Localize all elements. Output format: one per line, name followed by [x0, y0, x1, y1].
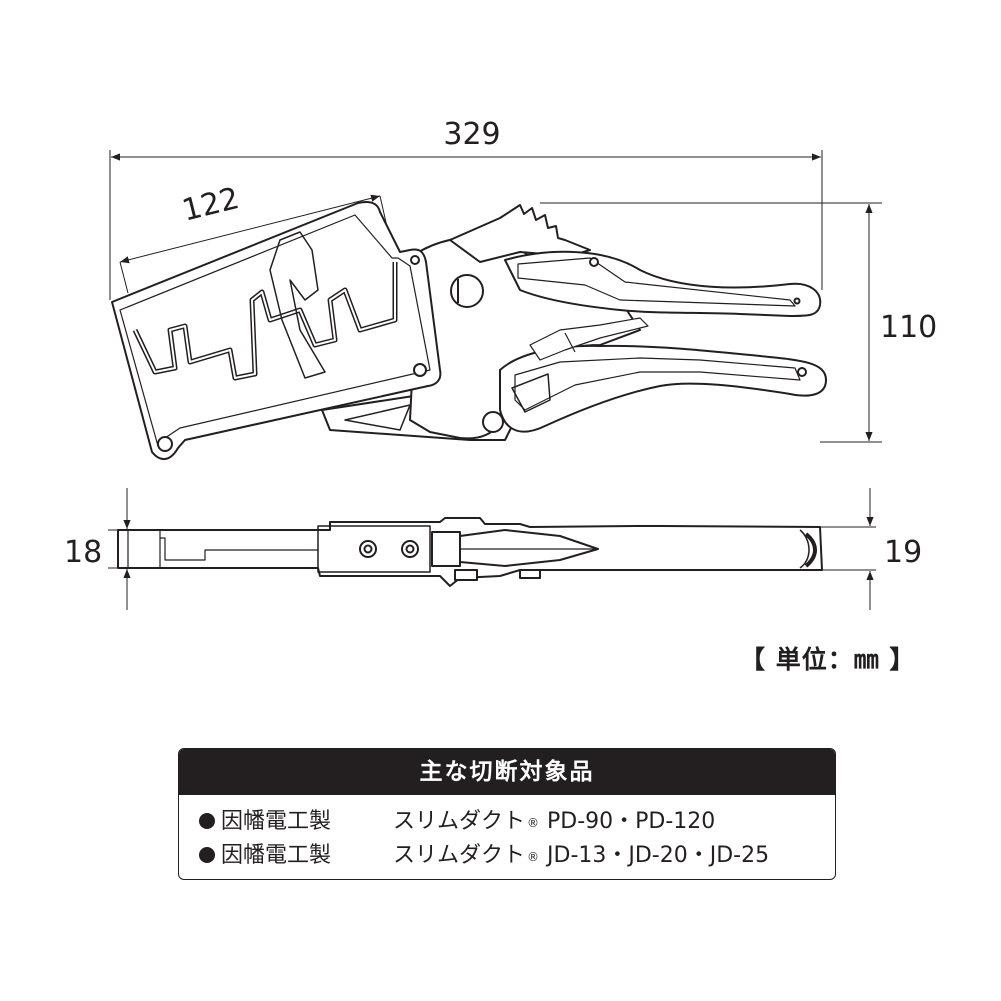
upper-handle-inner: [517, 257, 796, 307]
pivot-screw: [450, 274, 484, 308]
unit-label: 【 単位：㎜ 】: [740, 645, 916, 674]
guide-rivet-right: [413, 363, 427, 377]
side-handle-end: [799, 529, 810, 569]
dim-label-110: 110: [880, 310, 937, 345]
guide-rivet-lower: [157, 436, 173, 452]
wire-guide-1-inner: [134, 262, 396, 379]
lower-blade-triangle: [344, 404, 411, 431]
upper-handle-rivet: [589, 257, 599, 267]
upper-handle: [504, 250, 822, 317]
guide-plate-outline: [111, 201, 442, 460]
product-name: スリムダクト: [393, 843, 526, 868]
side-head: [317, 525, 431, 573]
upper-handle-hole: [793, 297, 801, 305]
dimension-thickness-right: [820, 488, 876, 610]
dim-label-18: 18: [64, 535, 102, 570]
product-name: スリムダクト: [393, 809, 526, 834]
dimension-height: [540, 202, 882, 443]
lower-handle: [499, 344, 827, 433]
maker-name: 因幡電工製: [221, 809, 332, 834]
linkage-pin: [564, 332, 576, 353]
cutter-side-view: [117, 517, 823, 587]
dimension-overall-length: [109, 150, 823, 300]
target-products-title: 主な切断対象品: [179, 749, 835, 795]
wire-guide-2: [269, 231, 326, 379]
side-blade: [459, 529, 599, 567]
maker-name: 因幡電工製: [221, 843, 332, 868]
dim-label-122: 122: [179, 181, 243, 229]
list-item: 因幡電工製 スリムダクト® PD-90・PD-120: [199, 805, 715, 839]
bullet-icon: [199, 813, 215, 829]
registered-mark: ®: [527, 850, 540, 864]
side-spring-block: [431, 531, 461, 567]
registered-mark: ®: [527, 816, 540, 830]
product-models: PD-90・PD-120: [547, 809, 716, 834]
target-products-box: 主な切断対象品 因幡電工製スリムダクト®PD-90・PD-120 因幡電工製スリ…: [178, 748, 836, 880]
dim-label-19: 19: [884, 535, 922, 570]
lower-handle-rivet: [797, 367, 807, 377]
bullet-icon: [199, 847, 215, 863]
product-models: JD-13・JD-20・JD-25: [547, 843, 770, 868]
dim-label-329: 329: [443, 117, 500, 152]
lower-handle-slot: [511, 373, 551, 413]
side-guide-step: [160, 537, 318, 561]
cutter-top-view: [321, 204, 827, 441]
list-item: 因幡電工製 スリムダクト® JD-13・JD-20・JD-25: [199, 839, 769, 873]
blade-guide-plate: [111, 201, 442, 460]
guide-rivet-upper: [410, 255, 420, 265]
linkage-spring: [529, 317, 649, 361]
pivot-lower: [482, 411, 504, 433]
side-lower-nut: [454, 569, 478, 581]
